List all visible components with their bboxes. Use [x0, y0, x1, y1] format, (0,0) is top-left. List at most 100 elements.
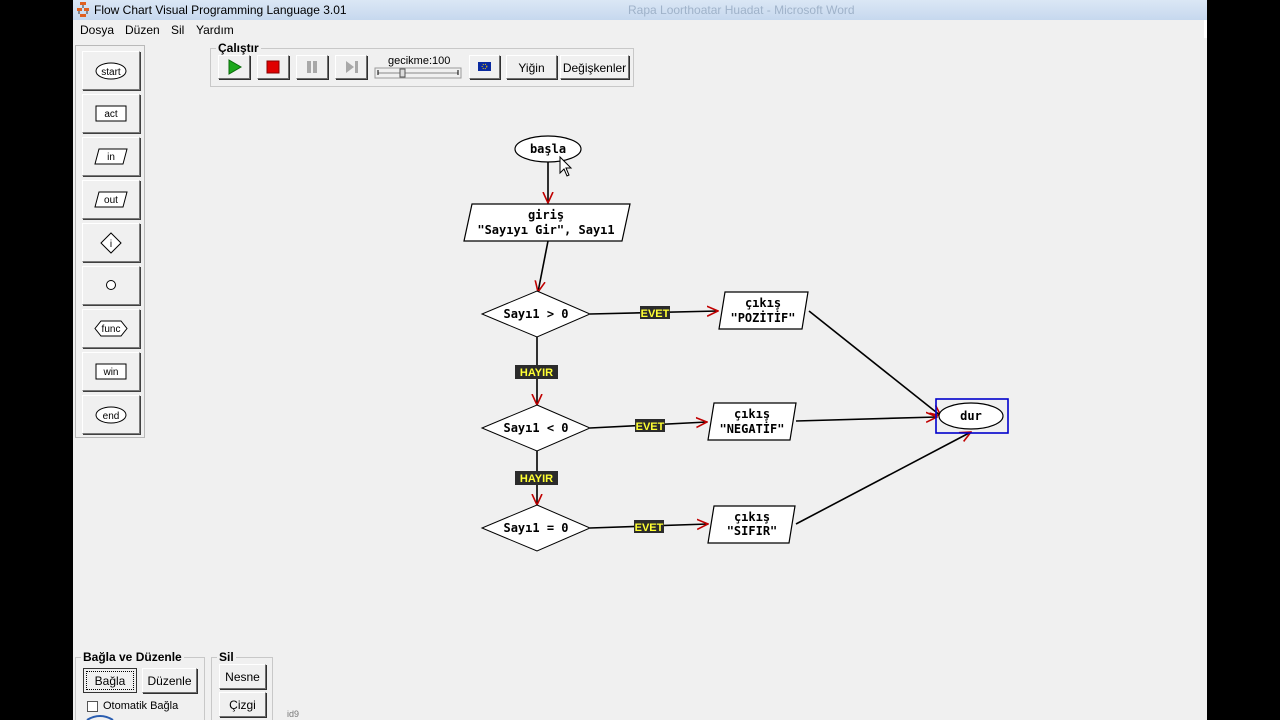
- svg-text:EVET: EVET: [641, 308, 670, 320]
- condition-1-node[interactable]: Sayı1 > 0: [480, 290, 592, 338]
- palette-win-label: win: [102, 367, 118, 378]
- palette-func-button[interactable]: func: [82, 309, 140, 348]
- delete-line-label: Çizgi: [229, 698, 256, 712]
- condition-3-node[interactable]: Sayı1 = 0: [480, 504, 592, 552]
- delete-object-button[interactable]: Nesne: [219, 664, 266, 689]
- menu-duzen[interactable]: Düzen: [125, 23, 160, 37]
- palette-out-label: out: [104, 195, 118, 206]
- yes-badge-3: EVET: [634, 520, 664, 534]
- stack-button[interactable]: Yiğin: [506, 55, 557, 79]
- yes-badge-2: EVET: [635, 419, 665, 433]
- delete-object-label: Nesne: [225, 670, 260, 684]
- menu-edge: [1204, 20, 1207, 38]
- mouse-cursor-icon: [559, 155, 573, 177]
- variables-button-label: Değişkenler: [562, 61, 627, 75]
- palette-win-button[interactable]: win: [82, 352, 140, 391]
- shape-palette: start act in out i func win: [75, 45, 145, 438]
- connect-button-label: Bağla: [94, 674, 126, 688]
- menu-sil[interactable]: Sil: [171, 23, 185, 37]
- delay-slider[interactable]: gecikme:100: [374, 54, 463, 80]
- step-icon: [346, 61, 358, 73]
- delay-label: gecikme:100: [388, 55, 451, 67]
- connector-input-cond1[interactable]: [538, 240, 549, 292]
- svg-text:EVET: EVET: [636, 421, 665, 433]
- selection-box: [935, 398, 1009, 434]
- palette-circle-button[interactable]: [82, 266, 140, 305]
- flag-icon: [478, 62, 491, 71]
- palette-start-button[interactable]: start: [82, 51, 140, 90]
- auto-connect-label: Otomatik Bağla: [103, 700, 179, 712]
- run-button[interactable]: [218, 55, 250, 79]
- palette-end-label: end: [103, 411, 120, 422]
- condition-1-label: Sayı1 > 0: [503, 307, 568, 321]
- flag-button[interactable]: [469, 55, 500, 79]
- output-3-node[interactable]: çıkış "SIFIR": [707, 505, 796, 544]
- flowchart-canvas[interactable]: başla giriş "Sayıyı Gir", Sayı1 Sayı1 > …: [73, 0, 1207, 720]
- variables-button[interactable]: Değişkenler: [560, 55, 629, 79]
- start-node-label: başla: [530, 142, 566, 156]
- stop-button[interactable]: [257, 55, 289, 79]
- connector-out3-end[interactable]: [795, 432, 971, 525]
- step-button[interactable]: [335, 55, 367, 79]
- input-node-expr: "Sayıyı Gir", Sayı1: [477, 223, 614, 237]
- window-title: Flow Chart Visual Programming Language 3…: [94, 3, 347, 17]
- output-2-node[interactable]: çıkış "NEGATİF": [707, 402, 797, 441]
- auto-connect-checkbox[interactable]: [87, 701, 98, 712]
- delete-line-button[interactable]: Çizgi: [219, 692, 266, 717]
- output-1-node[interactable]: çıkış "POZİTİF": [718, 291, 809, 330]
- stop-icon: [266, 60, 280, 74]
- condition-2-label: Sayı1 < 0: [503, 421, 568, 435]
- delete-panel-legend: Sil: [219, 650, 234, 664]
- play-icon: [228, 59, 242, 75]
- connect-button[interactable]: Bağla: [83, 668, 137, 693]
- output-2-text: "NEGATİF": [719, 421, 784, 436]
- palette-in-button[interactable]: in: [82, 137, 140, 176]
- palette-act-button[interactable]: act: [82, 94, 140, 133]
- panel-indicator-icon: [86, 715, 114, 720]
- palette-start-label: start: [101, 67, 121, 78]
- palette-act-label: act: [104, 109, 118, 120]
- output-1-title: çıkış: [745, 296, 781, 310]
- output-3-text: "SIFIR": [727, 524, 778, 538]
- status-id-text: id9: [287, 709, 300, 719]
- condition-3-label: Sayı1 = 0: [503, 521, 568, 535]
- palette-out-button[interactable]: out: [82, 180, 140, 219]
- output-2-title: çıkış: [734, 407, 770, 421]
- connector-out2-end[interactable]: [795, 417, 937, 421]
- edit-button-label: Düzenle: [147, 674, 192, 688]
- svg-text:HAYIR: HAYIR: [520, 473, 553, 485]
- start-node[interactable]: başla: [514, 135, 582, 163]
- condition-2-node[interactable]: Sayı1 < 0: [480, 404, 592, 452]
- palette-in-label: in: [107, 152, 115, 163]
- pause-button[interactable]: [296, 55, 328, 79]
- palette-func-label: func: [102, 324, 121, 335]
- menu-yardim[interactable]: Yardım: [196, 23, 234, 37]
- palette-end-button[interactable]: end: [82, 395, 140, 434]
- run-panel: Çalıştır: [210, 41, 634, 87]
- delete-panel: Sil: [211, 650, 273, 720]
- run-panel-legend: Çalıştır: [218, 41, 259, 55]
- yes-badge-1: EVET: [640, 306, 670, 320]
- input-node[interactable]: giriş "Sayıyı Gir", Sayı1: [463, 203, 631, 242]
- no-badge-1: HAYIR: [515, 365, 558, 379]
- end-node[interactable]: dur: [935, 398, 1009, 434]
- connect-panel-legend: Bağla ve Düzenle: [83, 650, 182, 664]
- delay-slider-thumb[interactable]: [399, 68, 406, 78]
- end-node-label: dur: [960, 409, 982, 423]
- svg-text:HAYIR: HAYIR: [520, 367, 553, 379]
- menu-dosya[interactable]: Dosya: [80, 23, 115, 37]
- svg-text:EVET: EVET: [635, 522, 664, 534]
- menu-bar: Dosya Düzen Sil Yardım: [73, 20, 1207, 38]
- background-window-title: Rapa Loorthoatar Huadat - Microsoft Word: [628, 3, 855, 17]
- title-bar: Flow Chart Visual Programming Language 3…: [73, 0, 1207, 20]
- pause-icon: [307, 61, 317, 73]
- edit-button[interactable]: Düzenle: [142, 668, 197, 693]
- output-1-text: "POZİTİF": [730, 310, 795, 325]
- palette-if-button[interactable]: i: [82, 223, 140, 262]
- stack-button-label: Yiğin: [518, 61, 545, 75]
- app-window: Flow Chart Visual Programming Language 3…: [73, 0, 1207, 720]
- connect-panel: Bağla ve Düzenle: [75, 650, 205, 720]
- output-3-title: çıkış: [734, 510, 770, 524]
- connector-out1-end[interactable]: [808, 310, 941, 416]
- no-badge-2: HAYIR: [515, 471, 558, 485]
